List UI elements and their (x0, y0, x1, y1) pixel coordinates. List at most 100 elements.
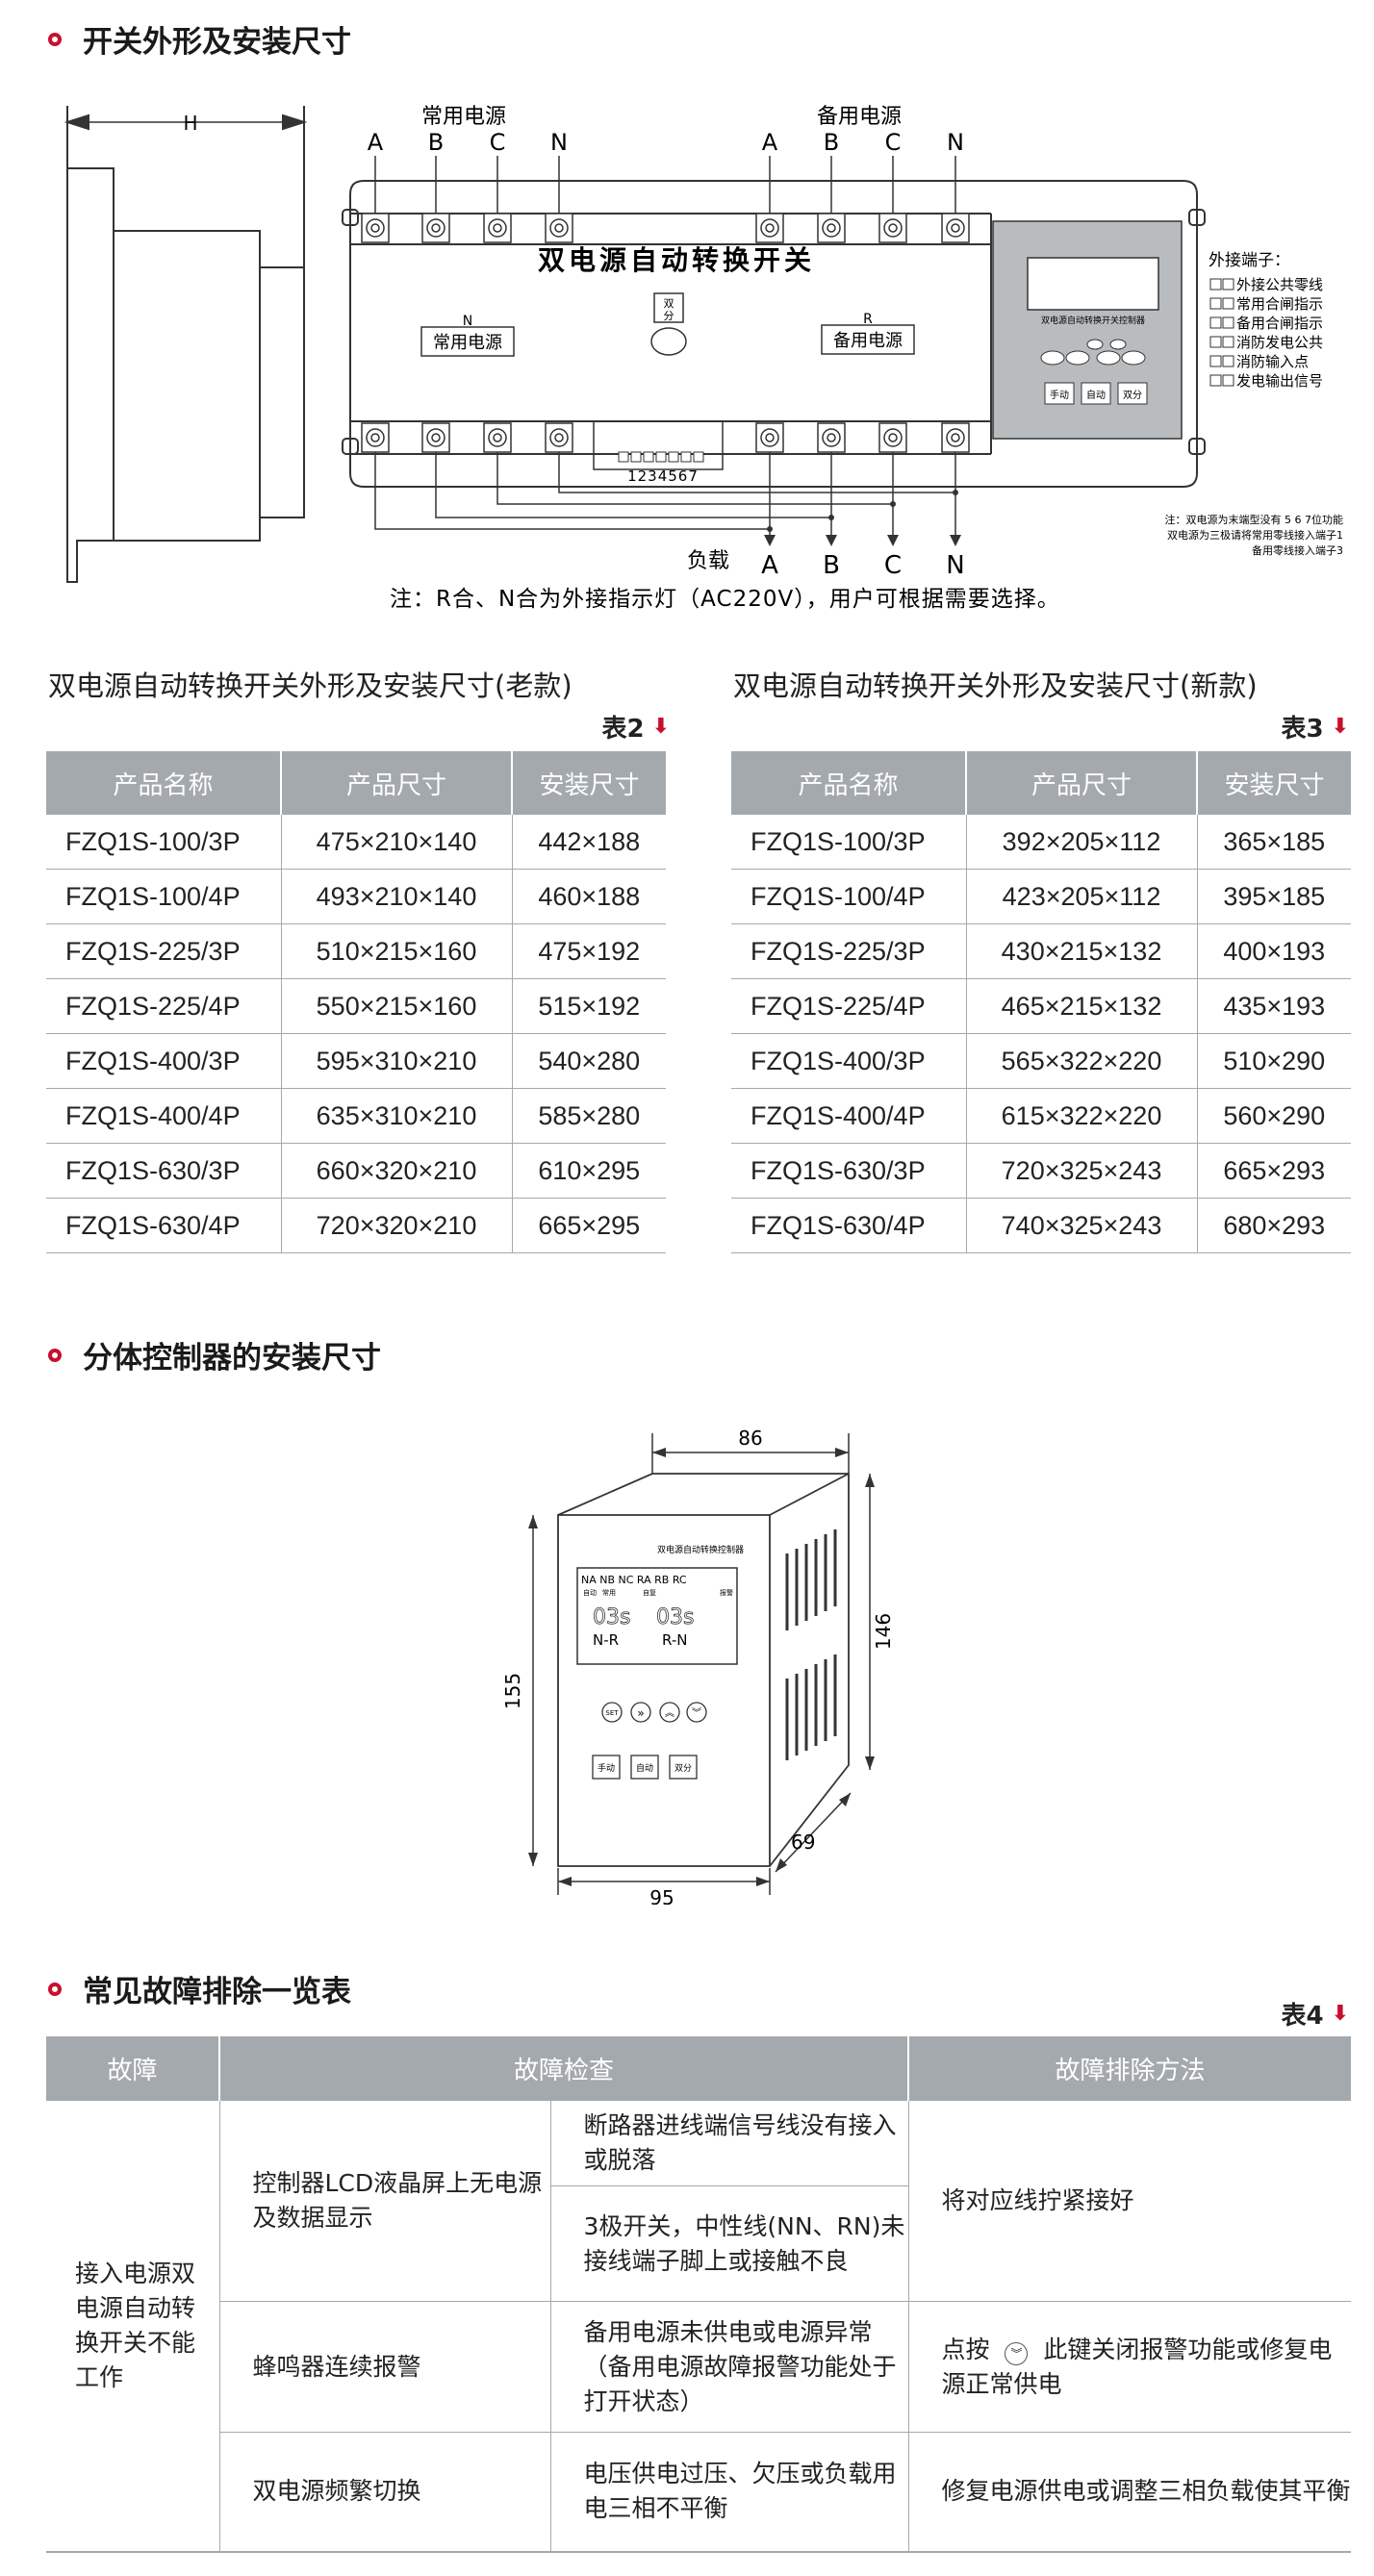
table-header: 故障排除方法 (908, 2036, 1351, 2101)
right-button[interactable] (630, 1702, 651, 1723)
table-cell: 460×188 (512, 869, 666, 924)
small-note-1: 注：双电源为末端型没有 5 6 7位功能 (1165, 513, 1343, 526)
table-cell: 515×192 (512, 978, 666, 1034)
check-cell: 双电源频繁切换 (219, 2432, 551, 2553)
section-title-text: 分体控制器的安装尺寸 (83, 1341, 381, 1376)
table-cell: 442×188 (512, 815, 666, 870)
side-view (64, 106, 308, 583)
controller-small-title: 双电源自动转换开关控制器 (1041, 315, 1145, 326)
table-cell: 430×215×132 (966, 923, 1198, 979)
ctl-btn-auto: 自动 (1086, 389, 1106, 401)
dual-split-box (653, 292, 684, 323)
load-phase-a: A (761, 551, 778, 580)
table-cell: 560×290 (1197, 1088, 1351, 1144)
section-title-text: 常见故障排除一览表 (83, 1975, 351, 2009)
table-cell: 665×295 (512, 1198, 666, 1253)
ext-terminal-item: 消防输入点 (1236, 353, 1309, 370)
knob-icon (650, 327, 687, 356)
phase-b-label: B (428, 129, 444, 156)
table-cell: FZQ1S-630/3P (46, 1143, 282, 1199)
ext-terminal-item: 外接公共零线 (1236, 276, 1323, 293)
normal-indicator-label: 常用电源 (433, 333, 502, 353)
lcd-sub-normal: 常用 (602, 1588, 616, 1597)
phase-a-label: A (762, 129, 778, 156)
dim-depth: 69 (791, 1831, 815, 1854)
dim-top: 86 (738, 1427, 762, 1450)
table-cell: FZQ1S-225/4P (731, 978, 967, 1034)
switch-title: 双电源自动转换开关 (538, 244, 815, 276)
chevron-down-icon: ︾ (1005, 2341, 1029, 2365)
switch-dimension-diagram: H 常用电源 备用电源 A B C N A B C N (64, 105, 1343, 612)
ext-terminals-title: 外接端子： (1209, 251, 1290, 270)
table-cell: 660×320×210 (281, 1143, 513, 1199)
table-cell: 565×322×220 (966, 1033, 1198, 1089)
dual-split-1: 双 (664, 297, 674, 310)
table4-label: 表4⬇ (1281, 1996, 1349, 2032)
auto-button[interactable] (630, 1755, 659, 1780)
up-button[interactable] (659, 1702, 680, 1723)
fix-cell: 修复电源供电或调整三相负载使其平衡 (907, 2432, 1351, 2553)
bullet-icon (48, 1982, 62, 1996)
check-cell: 蜂鸣器连续报警 (219, 2301, 551, 2433)
table-cell: 510×290 (1197, 1033, 1351, 1089)
load-phase-c: C (884, 551, 902, 580)
table-cell: FZQ1S-630/4P (731, 1198, 967, 1253)
table-cell: FZQ1S-100/4P (731, 869, 967, 924)
table-cell: 610×295 (512, 1143, 666, 1199)
normal-source-label: 常用电源 (421, 105, 506, 129)
phase-c-label: C (885, 129, 902, 156)
manual-button[interactable] (592, 1755, 621, 1780)
phase-c-label: C (490, 129, 506, 156)
lcd-sub-auto-reset: 自复 (643, 1588, 656, 1597)
main-note: 注：R合、N合为外接指示灯（AC220V），用户可根据需要选择。 (390, 587, 1060, 612)
table2-label: 表2⬇ (601, 709, 670, 745)
detail-cell: 电压供电过压、欠压或负载用电三相不平衡 (549, 2432, 909, 2553)
controller-title: 双电源自动转换控制器 (657, 1544, 744, 1555)
r-marker: R (863, 312, 873, 327)
load-phase-n: N (946, 551, 964, 580)
ext-terminal-item: 发电输出信号 (1236, 372, 1323, 390)
ext-terminal-item: 备用合闸指示 (1236, 315, 1323, 332)
backup-source-label: 备用电源 (817, 105, 902, 129)
lcd-sub-alarm: 报警 (720, 1588, 733, 1597)
table-cell: 465×215×132 (966, 978, 1198, 1034)
detail-cell: 断路器进线端信号线没有接入或脱落 (549, 2100, 909, 2186)
table-header: 故障检查 (219, 2036, 909, 2101)
n-marker: N (463, 314, 472, 329)
switch-controller-panel: 双电源自动转换开关控制器 手动 自动 双分 (992, 220, 1183, 440)
lcd-screen (576, 1567, 738, 1665)
ext-terminals-list: 外接公共零线 常用合闸指示 备用合闸指示 消防发电公共 消防输入点 发电输出信号 (1209, 276, 1323, 390)
table-cell: 475×192 (512, 923, 666, 979)
table-header: 产品尺寸 (281, 751, 513, 815)
chevron-down-icon: ︾ (692, 1707, 701, 1719)
bullet-icon (48, 32, 62, 46)
set-button[interactable] (601, 1702, 623, 1723)
table-header: 安装尺寸 (1197, 751, 1351, 815)
phase-n-label: N (550, 129, 568, 156)
detail-cell: 3极开关，中性线(NN、RN)未接线端子脚上或接触不良 (550, 2185, 908, 2302)
table-cell: FZQ1S-400/4P (46, 1088, 282, 1144)
down-button[interactable] (686, 1702, 707, 1723)
table-cell: 365×185 (1197, 815, 1351, 870)
fix-text-a: 点按 (941, 2335, 990, 2363)
dual-split-2: 分 (664, 310, 674, 322)
table2-caption: 双电源自动转换开关外形及安装尺寸(老款) (48, 669, 572, 702)
dual-split-button[interactable] (669, 1755, 698, 1780)
table3-caption: 双电源自动转换开关外形及安装尺寸(新款) (733, 669, 1258, 702)
fault-main: 接入电源双电源自动转换开关不能工作 (46, 2100, 220, 2553)
detail-cell: 备用电源未供电或电源异常（备用电源故障报警功能处于打开状态） (549, 2301, 909, 2433)
controller-dimension-diagram: 86 146 155 95 69 双电源自动转换控制器 NA NB NC RA … (501, 1427, 895, 1905)
phase-n-label: N (947, 129, 964, 156)
table3-label: 表3⬇ (1281, 709, 1349, 745)
lcd-digits-1: 03s (593, 1605, 630, 1629)
phase-b-label: B (824, 129, 839, 156)
